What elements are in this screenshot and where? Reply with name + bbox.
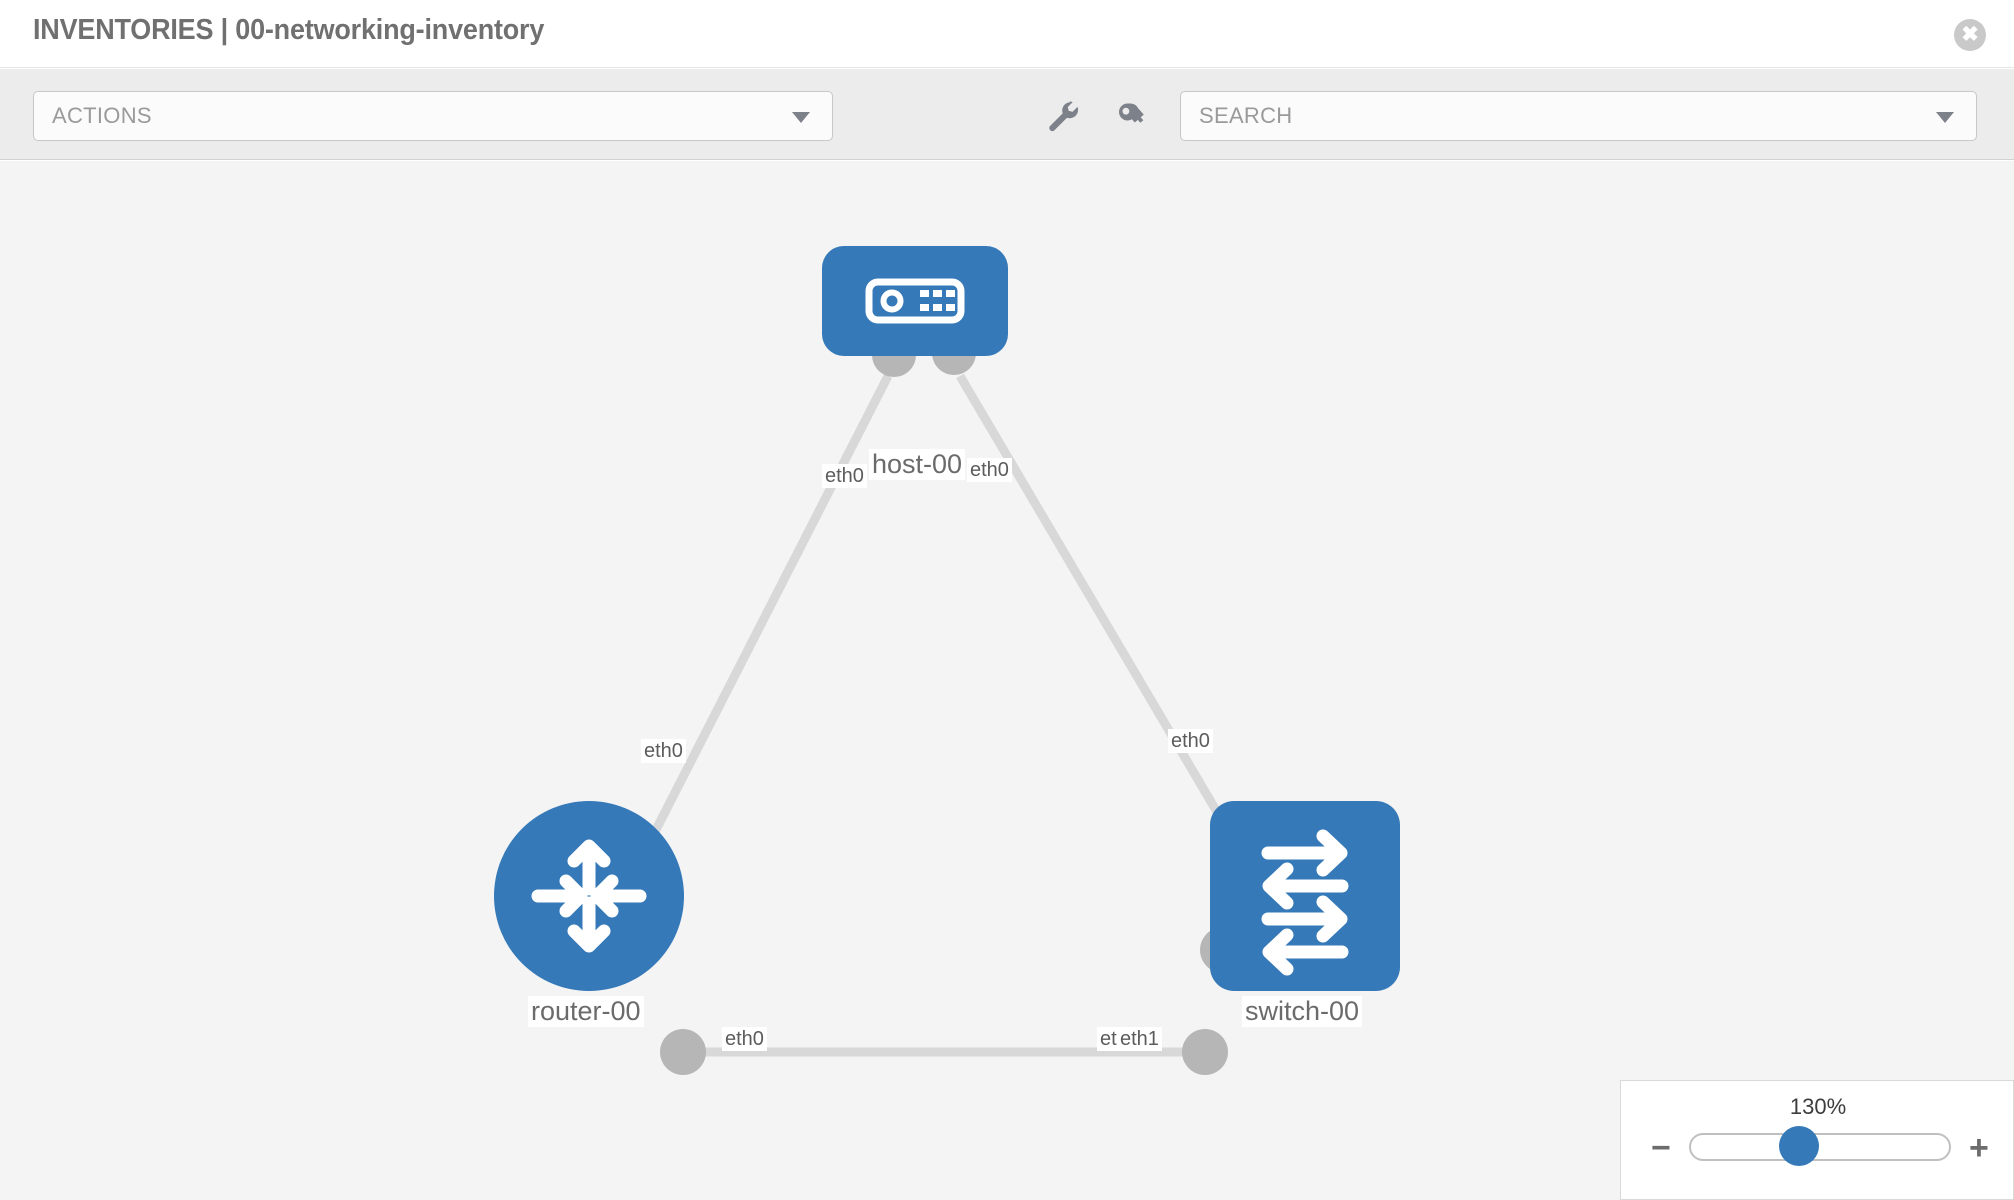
iface-label-router-right: eth0 bbox=[722, 1027, 767, 1051]
actions-dropdown[interactable]: ACTIONS bbox=[33, 91, 833, 141]
zoom-control-panel: 130% − + bbox=[1620, 1080, 2014, 1200]
node-host-00[interactable] bbox=[822, 246, 1008, 356]
key-icon[interactable] bbox=[1114, 99, 1150, 135]
toolbar: ACTIONS SEARCH bbox=[0, 69, 2014, 160]
iface-label-host-right: eth0 bbox=[967, 458, 1012, 482]
iface-label-host-left: eth0 bbox=[822, 464, 867, 488]
close-icon: ✖ bbox=[1961, 23, 1979, 46]
close-button[interactable]: ✖ bbox=[1954, 19, 1986, 51]
chevron-down-icon bbox=[792, 112, 810, 123]
link-host-router bbox=[635, 373, 893, 864]
chevron-down-icon bbox=[1936, 112, 1954, 123]
interface-dot-switch-left[interactable] bbox=[1182, 1029, 1228, 1075]
host-icon bbox=[822, 246, 1008, 356]
wrench-icon[interactable] bbox=[1046, 99, 1082, 135]
node-label-switch-00: switch-00 bbox=[1242, 996, 1363, 1027]
search-placeholder: SEARCH bbox=[1199, 103, 1293, 128]
topology-links bbox=[635, 373, 1244, 1057]
zoom-out-button[interactable]: − bbox=[1651, 1129, 1671, 1167]
node-switch-00[interactable] bbox=[1210, 801, 1400, 991]
node-label-router-00: router-00 bbox=[528, 996, 644, 1027]
topology-canvas[interactable]: host-00 eth0 eth0 bbox=[0, 161, 2014, 1200]
zoom-slider-thumb[interactable] bbox=[1779, 1126, 1819, 1166]
iface-label-switch-upper: eth0 bbox=[1168, 729, 1213, 753]
page-title: INVENTORIES | 00-networking-inventory bbox=[33, 14, 545, 46]
router-icon bbox=[494, 801, 684, 991]
node-router-00[interactable] bbox=[494, 801, 684, 991]
iface-label-router-upper: eth0 bbox=[641, 739, 686, 763]
node-label-host-00: host-00 bbox=[869, 449, 966, 480]
actions-dropdown-label: ACTIONS bbox=[52, 103, 152, 128]
page-header: INVENTORIES | 00-networking-inventory ✖ bbox=[0, 0, 2014, 68]
switch-icon bbox=[1210, 801, 1400, 991]
link-host-switch bbox=[956, 373, 1244, 854]
zoom-slider-track[interactable] bbox=[1689, 1133, 1951, 1161]
interface-dot-router-right[interactable] bbox=[660, 1029, 706, 1075]
search-input[interactable]: SEARCH bbox=[1180, 91, 1977, 141]
zoom-level-label: 130% bbox=[1789, 1094, 1847, 1119]
iface-label-switch-left-front: eth1 bbox=[1117, 1027, 1162, 1051]
zoom-in-button[interactable]: + bbox=[1969, 1129, 1989, 1167]
